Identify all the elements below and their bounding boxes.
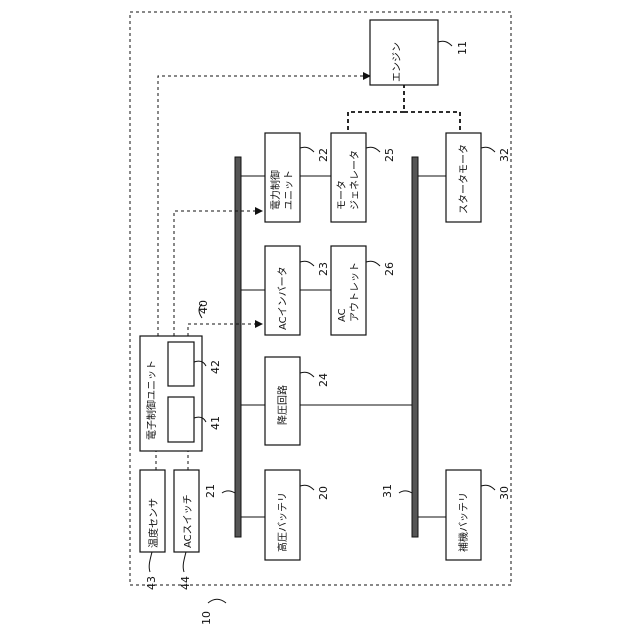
engine-block: エンジン 11 bbox=[370, 20, 469, 85]
svg-text:23: 23 bbox=[317, 262, 330, 276]
label-line: ユニット bbox=[284, 170, 295, 210]
svg-text:31: 31 bbox=[381, 484, 394, 498]
label-line: AC bbox=[337, 308, 348, 322]
svg-text:24: 24 bbox=[317, 373, 330, 387]
svg-text:ACスイッチ: ACスイッチ bbox=[182, 494, 194, 548]
svg-text:11: 11 bbox=[456, 41, 469, 55]
starter-motor-block: スタータモータ 32 bbox=[446, 133, 511, 222]
svg-text:温度センサ: 温度センサ bbox=[147, 498, 160, 548]
ac-outlet-block: ACアウトレット 26 bbox=[331, 246, 396, 335]
svg-text:22: 22 bbox=[317, 148, 330, 162]
low-voltage-bus bbox=[412, 157, 418, 537]
svg-text:高圧バッテリ: 高圧バッテリ bbox=[276, 492, 289, 552]
label-line: ジェネレータ bbox=[349, 150, 361, 210]
high-voltage-bus-ref: 21 bbox=[204, 484, 235, 498]
temperature-sensor-block: 温度センサ 43 bbox=[140, 470, 165, 590]
svg-text:26: 26 bbox=[383, 262, 396, 276]
svg-text:ACインバータ: ACインバータ bbox=[277, 266, 289, 330]
svg-text:20: 20 bbox=[317, 486, 330, 500]
svg-text:30: 30 bbox=[498, 486, 511, 500]
svg-text:32: 32 bbox=[498, 148, 511, 162]
svg-text:降圧回路: 降圧回路 bbox=[276, 385, 289, 425]
label-line: 電力制御 bbox=[269, 170, 282, 210]
high-voltage-battery-block: 高圧バッテリ 20 bbox=[265, 470, 330, 560]
svg-text:21: 21 bbox=[204, 484, 217, 498]
motor-generator-block: モータジェネレータ 25 bbox=[331, 133, 396, 222]
power-control-unit-block: 電力制御ユニット 22 bbox=[265, 133, 330, 222]
svg-text:スタータモータ: スタータモータ bbox=[458, 144, 470, 214]
svg-text:25: 25 bbox=[383, 148, 396, 162]
ac-switch-block: ACスイッチ 44 bbox=[174, 470, 199, 590]
step-down-circuit-block: 降圧回路 24 bbox=[265, 357, 330, 445]
svg-text:43: 43 bbox=[145, 576, 158, 590]
system-ref-10: 10 bbox=[200, 599, 226, 625]
svg-text:エンジン: エンジン bbox=[392, 42, 403, 82]
auxiliary-battery-block: 補機バッテリ 30 bbox=[446, 470, 511, 560]
svg-text:補機バッテリ: 補機バッテリ bbox=[457, 492, 470, 552]
svg-text:電子制御ユニット: 電子制御ユニット bbox=[145, 360, 158, 440]
svg-text:10: 10 bbox=[200, 611, 213, 625]
high-voltage-bus bbox=[235, 157, 241, 537]
svg-text:40: 40 bbox=[197, 300, 210, 314]
low-voltage-bus-ref: 31 bbox=[381, 484, 412, 498]
svg-text:41: 41 bbox=[209, 416, 222, 430]
svg-text:42: 42 bbox=[209, 360, 222, 374]
label-line: モータ bbox=[336, 180, 348, 210]
svg-text:44: 44 bbox=[179, 576, 192, 590]
label-line: アウトレット bbox=[349, 262, 361, 322]
